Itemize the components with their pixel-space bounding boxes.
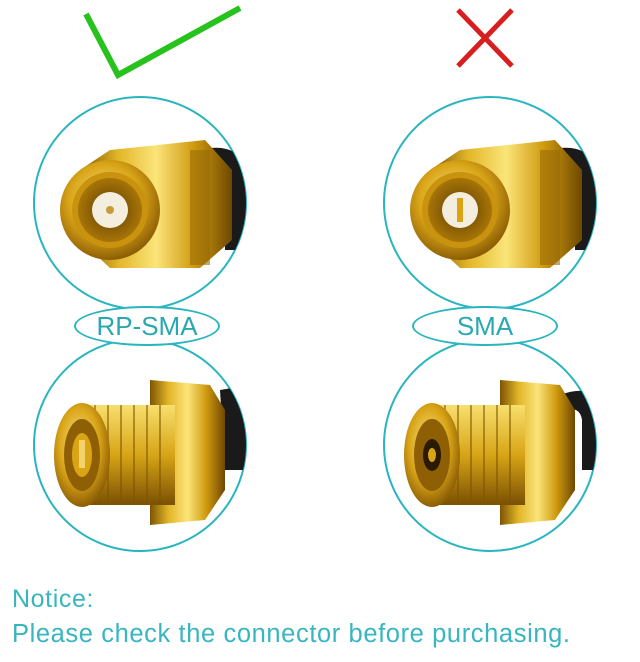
rp-sma-female-connector-image [33, 338, 247, 552]
notice-text: Please check the connector before purcha… [12, 620, 571, 648]
sma-label-text: SMA [456, 310, 514, 341]
sma-male-connector-image [383, 96, 597, 310]
cross-mark-icon [456, 8, 514, 68]
sma-female-connector-image [383, 338, 597, 552]
notice-title: Notice: [12, 585, 95, 613]
rp-sma-male-connector-image [33, 96, 247, 310]
rp-sma-label: RP-SMA [74, 306, 220, 346]
check-mark-icon [83, 5, 242, 80]
rp-sma-label-text: RP-SMA [96, 310, 198, 341]
sma-label: SMA [412, 306, 558, 346]
